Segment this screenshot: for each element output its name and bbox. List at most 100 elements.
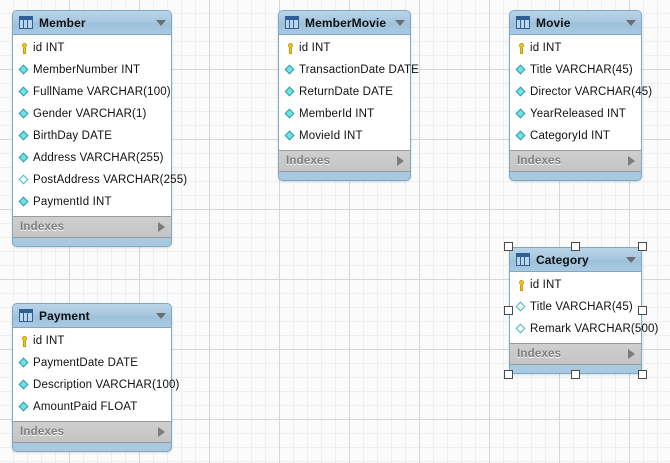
chevron-down-icon[interactable] — [156, 19, 166, 26]
table-indexes-section[interactable]: Indexes — [510, 151, 641, 172]
resize-handle-e[interactable] — [638, 306, 647, 315]
table-column-row[interactable]: id INT — [510, 37, 641, 59]
chevron-right-icon[interactable] — [397, 156, 404, 166]
table-indexes-section[interactable]: Indexes — [13, 422, 171, 443]
resize-handle-ne[interactable] — [638, 242, 647, 251]
column-label: Remark VARCHAR(500) — [530, 323, 659, 335]
chevron-right-icon[interactable] — [628, 349, 635, 359]
table-column-row[interactable]: PostAddress VARCHAR(255) — [13, 169, 187, 191]
column-label: BirthDay DATE — [33, 130, 113, 142]
diamond-icon — [515, 108, 528, 121]
table-column-row[interactable]: Address VARCHAR(255) — [13, 147, 171, 169]
er-table-member[interactable]: Member id INT MemberNumber INT FullName VAR… — [12, 10, 187, 247]
diamond-icon — [18, 64, 31, 77]
chevron-down-icon[interactable] — [626, 19, 636, 26]
selection-handles — [504, 242, 647, 379]
table-column-row[interactable]: MemberNumber INT — [13, 59, 171, 81]
indexes-label: Indexes — [517, 155, 562, 167]
table-column-list: id INT Title VARCHAR(45)Director VARCHAR(… — [510, 34, 652, 151]
chevron-right-icon[interactable] — [158, 222, 165, 232]
table-column-row[interactable]: Gender VARCHAR(1) — [13, 103, 171, 125]
chevron-down-icon[interactable] — [395, 19, 405, 26]
table-title-bar[interactable]: Member — [13, 11, 171, 34]
indexes-label: Indexes — [286, 155, 331, 167]
table-column-row[interactable]: PaymentDate DATE — [13, 352, 171, 374]
diamond-icon — [18, 196, 31, 209]
table-column-row[interactable]: Director VARCHAR(45) — [510, 81, 652, 103]
table-column-row[interactable]: ReturnDate DATE — [279, 81, 410, 103]
table-column-list: id INT MemberNumber INT FullName VARCHAR(1… — [13, 34, 187, 217]
er-table-category[interactable]: Category id INT Title VARCHAR(45) Remark VA… — [509, 247, 658, 374]
table-title-bar[interactable]: Category — [510, 248, 641, 271]
chevron-down-icon[interactable] — [156, 312, 166, 319]
chevron-down-icon[interactable] — [626, 256, 636, 263]
table-indexes-section[interactable]: Indexes — [279, 151, 410, 172]
indexes-label: Indexes — [517, 348, 562, 360]
column-label: Address VARCHAR(255) — [33, 152, 164, 164]
column-label: PostAddress VARCHAR(255) — [33, 174, 188, 186]
table-column-row[interactable]: TransactionDate DATE — [279, 59, 419, 81]
table-icon — [19, 309, 33, 322]
column-label: MemberNumber INT — [33, 64, 141, 76]
indexes-label: Indexes — [20, 426, 65, 438]
table-column-row[interactable]: Remark VARCHAR(500) — [510, 318, 658, 340]
table-column-row[interactable]: PaymentId INT — [13, 191, 171, 213]
column-label: Title VARCHAR(45) — [530, 301, 633, 313]
table-indexes-section[interactable]: Indexes — [510, 344, 641, 365]
diamond-icon — [18, 357, 31, 370]
table-name-label: Movie — [536, 15, 571, 30]
diamond-hollow-icon — [515, 301, 528, 314]
diamond-icon — [515, 64, 528, 77]
key-icon — [18, 335, 31, 348]
table-icon — [285, 16, 299, 29]
table-title-bar[interactable]: MemberMovie — [279, 11, 410, 34]
column-label: id INT — [530, 42, 562, 54]
resize-handle-nw[interactable] — [504, 242, 513, 251]
table-name-label: Member — [39, 15, 86, 30]
diamond-icon — [515, 130, 528, 143]
table-column-row[interactable]: MemberId INT — [279, 103, 410, 125]
er-table-membermovie[interactable]: MemberMovie id INT TransactionDate DATE Ret… — [278, 10, 419, 181]
diamond-icon — [284, 130, 297, 143]
table-column-row[interactable]: AmountPaid FLOAT — [13, 396, 171, 418]
column-label: TransactionDate DATE — [299, 64, 419, 76]
diamond-hollow-icon — [18, 174, 31, 187]
table-title-bar[interactable]: Movie — [510, 11, 641, 34]
table-column-row[interactable]: BirthDay DATE — [13, 125, 171, 147]
table-indexes-section[interactable]: Indexes — [13, 217, 171, 238]
table-column-row[interactable]: id INT — [13, 330, 171, 352]
chevron-right-icon[interactable] — [628, 156, 635, 166]
column-label: AmountPaid FLOAT — [33, 401, 138, 413]
resize-handle-sw[interactable] — [504, 370, 513, 379]
table-title-bar[interactable]: Payment — [13, 304, 171, 327]
diamond-icon — [284, 64, 297, 77]
key-icon — [284, 42, 297, 55]
resize-handle-n[interactable] — [571, 242, 580, 251]
table-column-list: id INT Title VARCHAR(45) Remark VARCHAR(50… — [510, 271, 658, 344]
column-label: id INT — [299, 42, 331, 54]
key-icon — [18, 42, 31, 55]
resize-handle-w[interactable] — [504, 306, 513, 315]
er-table-movie[interactable]: Movie id INT Title VARCHAR(45)Director VAR… — [509, 10, 652, 181]
resize-handle-se[interactable] — [638, 370, 647, 379]
table-column-row[interactable]: Description VARCHAR(100) — [13, 374, 179, 396]
table-column-row[interactable]: id INT — [13, 37, 171, 59]
diamond-icon — [18, 108, 31, 121]
table-column-row[interactable]: CategoryId INT — [510, 125, 641, 147]
chevron-right-icon[interactable] — [158, 427, 165, 437]
table-column-row[interactable]: id INT — [279, 37, 410, 59]
diamond-icon — [18, 130, 31, 143]
table-column-row[interactable]: MovieId INT — [279, 125, 410, 147]
table-column-row[interactable]: Title VARCHAR(45) — [510, 59, 641, 81]
resize-handle-s[interactable] — [571, 370, 580, 379]
table-column-row[interactable]: FullName VARCHAR(100) — [13, 81, 171, 103]
column-label: PaymentId INT — [33, 196, 112, 208]
table-column-row[interactable]: YearReleased INT — [510, 103, 641, 125]
table-name-label: Category — [536, 252, 589, 267]
table-column-row[interactable]: id INT — [510, 274, 641, 296]
table-column-row[interactable]: Title VARCHAR(45) — [510, 296, 641, 318]
column-label: id INT — [33, 42, 65, 54]
